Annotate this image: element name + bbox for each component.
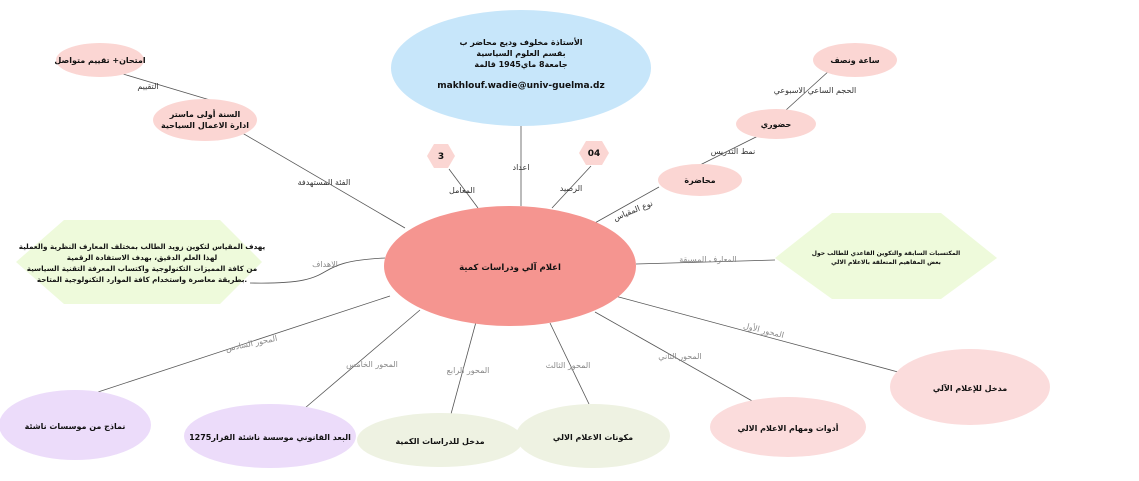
axis-4-shape: [357, 413, 523, 467]
author-node[interactable]: الأستاذة مخلوف وديع محاضر ب بقسم العلوم …: [391, 10, 651, 126]
prerequisites-node[interactable]: المكتسبات السابقة والتكوين القاعدي للطال…: [775, 213, 997, 299]
prerequisites-line-2: بعض المفاهيم المتعلقة بالاعلام الالي: [831, 259, 941, 266]
axis-node-5[interactable]: البعد القانوني موسسة ناشئة القرار1275: [184, 404, 356, 468]
axis-2-label: أدوات ومهام الاعلام الالي: [738, 423, 839, 433]
axis-3-label: مكونات الاعلام الالي: [553, 433, 633, 442]
edge-label-author: اعداد: [513, 163, 530, 172]
connectors: [97, 69, 899, 415]
center-node[interactable]: اعلام آلي ودراسات كمية: [384, 206, 636, 326]
credit-value: 04: [588, 149, 601, 159]
author-line-3: جامعة8 ماي1945 قالمة: [474, 60, 567, 69]
connector-coefficient: [448, 168, 479, 209]
axis-1-label: مدخل للإعلام الآلي: [933, 383, 1007, 393]
center-label: اعلام آلي ودراسات كمية: [459, 261, 561, 273]
coefficient-shape: [427, 144, 455, 168]
edge-label-axis-6: المحور السادس: [225, 334, 278, 354]
edge-label-axis-4: المحور الرابع: [447, 366, 490, 375]
axis-node-3[interactable]: مكونات الاعلام الالي: [516, 404, 670, 468]
objectives-shape: [16, 220, 262, 304]
edge-label-prerequisites: المعارف المسبقة: [679, 255, 736, 264]
axis-6-label: نماذج من موسسات ناشئة: [25, 422, 126, 431]
objectives-node[interactable]: يهدف المقياس لتكوين زويد الطالب بمختلف ا…: [16, 220, 266, 304]
edge-label-objectives: الاهداف: [312, 260, 338, 269]
author-line-2: بقسم العلوم السياسية: [476, 49, 565, 58]
weekly-hours-shape: [813, 43, 897, 77]
objectives-line-2: لهذا العلم الدقيق، بهدف الاستفادة الرقمي…: [67, 253, 218, 262]
teaching-mode-shape: [736, 109, 816, 139]
connector-axis-2: [594, 311, 755, 403]
connector-axis-5: [304, 309, 421, 409]
axis-node-1[interactable]: مدخل للإعلام الآلي: [890, 349, 1050, 425]
axis-6-shape: [0, 390, 151, 460]
credit-shape: [579, 141, 609, 165]
course-type-label: محاضرة: [684, 176, 715, 185]
objectives-line-3: من كافة المميزات التكنولوجية واكتساب الم…: [27, 264, 257, 273]
axis-5-label: البعد القانوني موسسة ناشئة القرار1275: [189, 433, 351, 442]
connector-credit: [551, 165, 592, 209]
axis-3-shape: [516, 404, 670, 468]
author-node-shape: [391, 10, 651, 126]
edge-label-weekly-hours: الحجم الساعي الاسبوعي: [774, 86, 857, 95]
author-email: makhlouf.wadie@univ-guelma.dz: [437, 81, 604, 91]
axis-node-2[interactable]: أدوات ومهام الاعلام الالي: [710, 397, 866, 457]
axis-1-shape: [890, 349, 1050, 425]
connector-objectives: [249, 257, 386, 284]
prerequisites-shape: [775, 213, 997, 299]
connector-course-type: [592, 186, 660, 225]
connector-teaching-mode: [695, 134, 761, 168]
edge-label-teaching-mode: نمط التدريس: [711, 147, 756, 156]
prerequisites-line-1: المكتسبات السابقة والتكوين القاعدي للطال…: [812, 250, 960, 257]
axis-node-4[interactable]: مدخل للدراسات الكمية: [357, 413, 523, 467]
course-type-node[interactable]: محاضرة: [658, 164, 742, 196]
objectives-line-1: يهدف المقياس لتكوين زويد الطالب بمختلف ا…: [19, 242, 266, 251]
edge-label-axis-1: المحور الأول: [742, 320, 785, 340]
evaluation-node[interactable]: امتحان+ تقييم متواصل: [54, 43, 146, 77]
connector-audience: [219, 119, 406, 229]
edge-label-credit: الرصيد: [560, 184, 582, 193]
connector-weekly-hours: [785, 69, 831, 111]
edge-label-evaluation: التقييم: [137, 82, 158, 91]
edge-label-course-type: نوع المقياس: [612, 199, 654, 223]
axis-4-label: مدخل للدراسات الكمية: [395, 437, 484, 446]
author-line-1: الأستاذة مخلوف وديع محاضر ب: [459, 37, 582, 47]
coefficient-node[interactable]: 3: [427, 144, 455, 168]
connector-evaluation: [122, 73, 211, 101]
credit-node[interactable]: 04: [579, 141, 609, 165]
weekly-hours-node[interactable]: ساعة ونصف: [813, 43, 897, 77]
axis-2-shape: [710, 397, 866, 457]
teaching-mode-node[interactable]: حضوري: [736, 109, 816, 139]
audience-node[interactable]: السنة أولى ماستر ادارة الاعمال السياحية: [153, 99, 257, 141]
axis-5-shape: [184, 404, 356, 468]
audience-line-1: السنة أولى ماستر: [169, 109, 241, 119]
axis-node-6[interactable]: نماذج من موسسات ناشئة: [0, 390, 151, 460]
audience-line-2: ادارة الاعمال السياحية: [161, 121, 249, 130]
audience-shape: [153, 99, 257, 141]
teaching-mode-label: حضوري: [761, 120, 792, 129]
evaluation-shape: [56, 43, 144, 77]
connector-axis-6: [97, 295, 391, 393]
connector-prerequisites: [635, 259, 776, 265]
course-type-shape: [658, 164, 742, 196]
weekly-hours-label: ساعة ونصف: [830, 56, 879, 65]
coefficient-value: 3: [438, 152, 444, 162]
connector-axis-4: [450, 321, 477, 415]
edge-label-axis-2: المحور الثاني: [658, 352, 701, 361]
connector-axis-3: [549, 322, 590, 405]
edge-label-axis-5: المحور الخامس: [346, 360, 398, 369]
edge-label-coefficient: المعامل: [449, 186, 475, 195]
connector-axis-1: [614, 295, 899, 373]
edge-label-audience: الفئة المستهدفة: [298, 178, 351, 187]
objectives-line-4: بطريقة معاصرة واستخدام كافة الموارد التك…: [37, 275, 247, 284]
edge-label-axis-3: المحور الثالث: [546, 361, 591, 370]
center-shape: [384, 206, 636, 326]
evaluation-label: امتحان+ تقييم متواصل: [54, 56, 146, 65]
